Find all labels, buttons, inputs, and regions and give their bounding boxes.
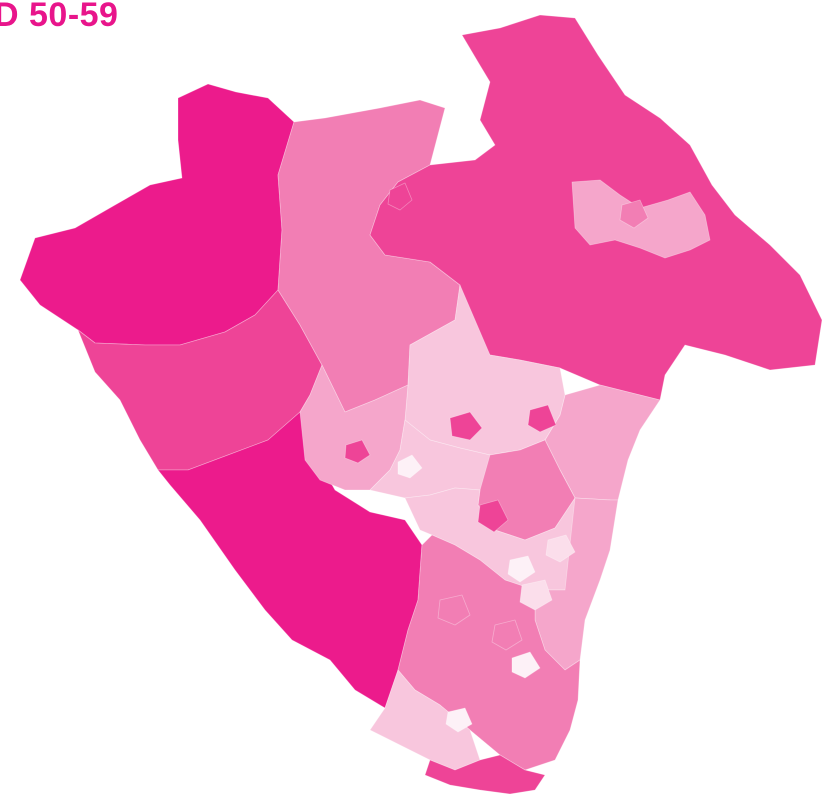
region-detail-f [477,499,509,533]
region-detail-j [519,579,553,611]
region-detail-a [397,454,423,479]
region-detail-d [445,707,473,733]
region-detail-m [344,439,371,464]
region-detail-i [491,619,523,651]
region-detail-c [511,651,541,679]
region-detail-k [545,534,576,563]
region-detail-g [527,404,557,433]
region-detail-e [449,411,483,441]
region-detail-n [619,199,649,229]
region-detail-h [437,594,471,626]
region-detail-l [387,182,413,211]
region-south-tip [424,754,546,795]
region-far-west [19,83,295,346]
region-detail-b [507,555,536,583]
map-title: D 50-59 [0,0,119,34]
